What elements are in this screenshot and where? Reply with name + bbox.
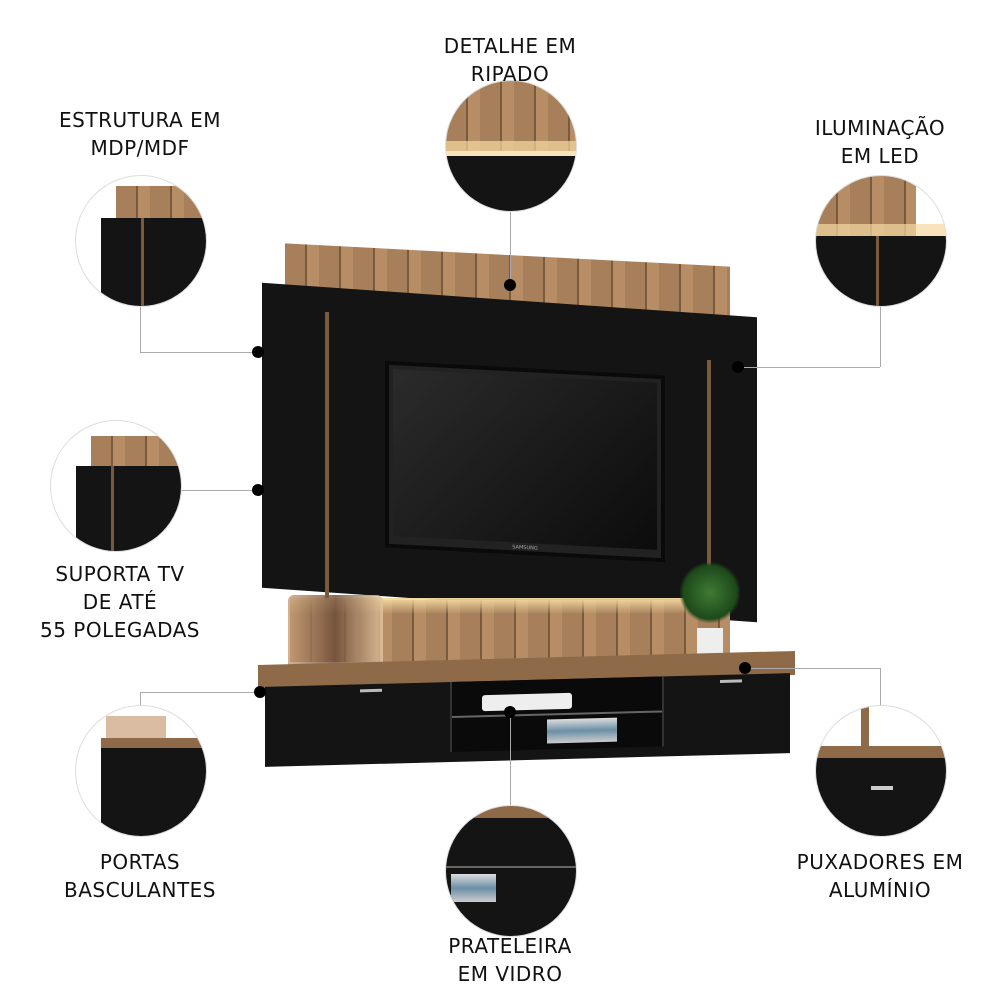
- detail-circle-slats: [445, 80, 577, 212]
- callout-dot: [254, 686, 266, 698]
- detail-circle-led: [815, 175, 947, 307]
- detail-circle-structure: [75, 175, 207, 307]
- tv-screen: [393, 369, 657, 550]
- detail-circle-handles: [815, 705, 947, 837]
- callout-label-tv-support: SUPORTA TV DE ATÉ 55 POLEGADAS: [40, 562, 200, 642]
- side-strip-right: [707, 360, 711, 600]
- callout-label-handles: PUXADORES EM ALUMÍNIO: [796, 850, 964, 902]
- tv: SAMSUNG: [385, 360, 665, 563]
- console: [482, 692, 572, 712]
- decor-vases: [288, 595, 383, 665]
- connector-line: [180, 490, 258, 491]
- callout-label-led: ILUMINAÇÃO EM LED: [814, 116, 946, 168]
- connector-line: [510, 712, 511, 805]
- connector-line: [140, 692, 141, 705]
- connector-line: [880, 305, 881, 367]
- callout-dot: [739, 662, 751, 674]
- connector-line: [745, 668, 880, 669]
- callout-label-structure: ESTRUTURA EM MDP/MDF: [59, 108, 221, 160]
- connector-line: [140, 692, 260, 693]
- handle-left: [360, 688, 382, 693]
- detail-circle-glass-shelf: [445, 805, 577, 937]
- callout-dot: [504, 706, 516, 718]
- callout-dot: [252, 346, 264, 358]
- side-strip-left: [325, 312, 329, 602]
- callout-dot: [504, 279, 516, 291]
- led-glow-bottom: [290, 598, 730, 614]
- plant: [680, 560, 740, 625]
- cabinet: [265, 673, 790, 767]
- callout-dot: [252, 484, 264, 496]
- connector-line: [140, 352, 258, 353]
- glass-shelf: [452, 710, 662, 718]
- open-niche: [450, 676, 664, 753]
- callout-dot: [732, 361, 744, 373]
- callout-label-glass-shelf: PRATELEIRA EM VIDRO: [448, 934, 572, 986]
- handle-right: [720, 679, 742, 683]
- connector-line: [880, 668, 881, 705]
- detail-circle-tv-support: [50, 420, 182, 552]
- connector-line: [738, 367, 880, 368]
- callout-label-doors: PORTAS BASCULANTES: [64, 850, 216, 902]
- detail-circle-doors: [75, 705, 207, 837]
- books: [547, 717, 617, 744]
- connector-line: [510, 210, 511, 285]
- callout-label-slat-detail: DETALHE EM RIPADO: [443, 34, 577, 86]
- connector-line: [140, 305, 141, 352]
